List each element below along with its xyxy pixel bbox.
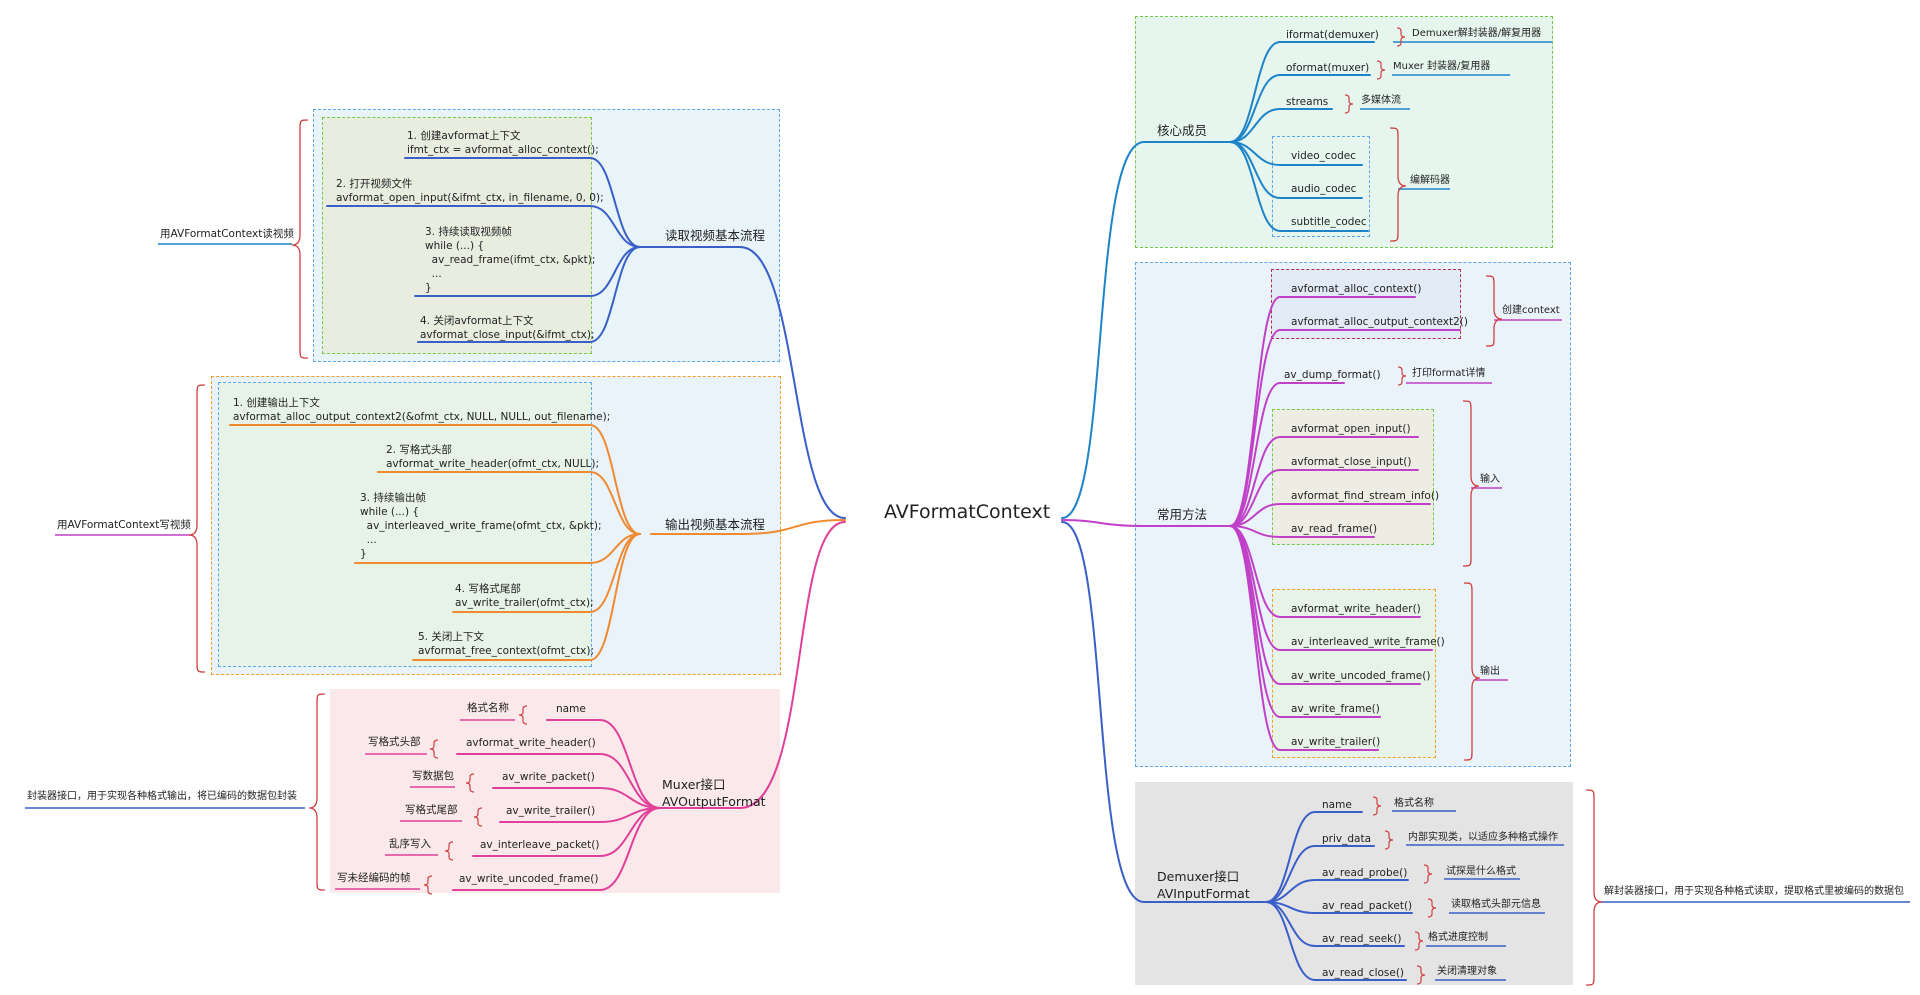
link-root-methods xyxy=(1061,519,1145,527)
muxer-item-interleave-desc[interactable]: 乱序写入 xyxy=(389,838,431,850)
read-flow-title[interactable]: 读取视频基本流程 xyxy=(665,228,766,243)
muxer-item-name[interactable]: name xyxy=(556,703,586,715)
method-interleaved-write-frame[interactable]: av_interleaved_write_frame() xyxy=(1291,636,1445,648)
demuxer-item-name-desc[interactable]: 格式名称 xyxy=(1394,798,1434,809)
method-dump-format[interactable]: av_dump_format() xyxy=(1284,369,1381,381)
demuxer-item-read-probe[interactable]: av_read_probe() xyxy=(1322,867,1408,879)
core-item-iformat-desc[interactable]: Demuxer解封装器/解复用器 xyxy=(1412,28,1542,39)
create-desc[interactable]: 创建context xyxy=(1502,305,1560,316)
method-write-frame[interactable]: av_write_frame() xyxy=(1291,703,1380,715)
muxer-item-uncoded-desc[interactable]: 写未经编码的帧 xyxy=(337,872,411,884)
write-flow-note[interactable]: 用AVFormatContext写视频 xyxy=(57,519,191,531)
demuxer-item-read-packet[interactable]: av_read_packet() xyxy=(1322,900,1413,912)
write-flow-title[interactable]: 输出视频基本流程 xyxy=(665,517,766,532)
read-step-4[interactable]: 4. 关闭avformat上下文 avformat_close_input(&i… xyxy=(420,315,595,341)
write-step-2[interactable]: 2. 写格式头部 avformat_write_header(ofmt_ctx,… xyxy=(386,444,600,470)
link-root-demuxer xyxy=(1061,521,1145,903)
method-write-trailer[interactable]: av_write_trailer() xyxy=(1291,736,1381,748)
demuxer-item-priv-data[interactable]: priv_data xyxy=(1322,833,1372,845)
demuxer-item-name[interactable]: name xyxy=(1322,799,1352,811)
read-step-2[interactable]: 2. 打开视频文件 avformat_open_input(&ifmt_ctx,… xyxy=(336,178,604,204)
demuxer-item-read-close[interactable]: av_read_close() xyxy=(1322,967,1405,979)
muxer-item-uncoded[interactable]: av_write_uncoded_frame() xyxy=(459,873,599,885)
codec-video[interactable]: video_codec xyxy=(1291,150,1357,162)
method-write-uncoded-frame[interactable]: av_write_uncoded_frame() xyxy=(1291,670,1431,682)
core-item-streams-desc[interactable]: 多媒体流 xyxy=(1361,95,1401,106)
muxer-item-write-trailer[interactable]: av_write_trailer() xyxy=(506,805,596,817)
demuxer-item-priv-data-desc[interactable]: 内部实现类，以适应多种格式操作 xyxy=(1408,832,1558,843)
core-item-streams[interactable]: streams xyxy=(1286,96,1329,108)
method-alloc-context[interactable]: avformat_alloc_context() xyxy=(1291,283,1422,295)
muxer-item-name-desc[interactable]: 格式名称 xyxy=(467,702,509,714)
input-desc[interactable]: 输入 xyxy=(1480,474,1500,485)
method-write-header[interactable]: avformat_write_header() xyxy=(1291,603,1421,615)
demuxer-item-read-probe-desc[interactable]: 试探是什么格式 xyxy=(1446,866,1516,877)
demuxer-item-read-seek[interactable]: av_read_seek() xyxy=(1322,933,1402,945)
write-step-4[interactable]: 4. 写格式尾部 av_write_trailer(ofmt_ctx); xyxy=(455,583,594,609)
method-read-frame[interactable]: av_read_frame() xyxy=(1291,523,1378,535)
muxer-item-write-header-desc[interactable]: 写格式头部 xyxy=(368,736,421,748)
muxer-note[interactable]: 封装器接口，用于实现各种格式输出，将已编码的数据包封装 xyxy=(27,791,297,802)
method-open-input[interactable]: avformat_open_input() xyxy=(1291,423,1411,435)
write-step-3[interactable]: 3. 持续输出帧 while (...) { av_interleaved_wr… xyxy=(360,492,602,560)
demuxer-title[interactable]: Demuxer接口 AVInputFormat xyxy=(1157,869,1250,901)
muxer-item-write-packet[interactable]: av_write_packet() xyxy=(502,771,595,783)
codec-subtitle[interactable]: subtitle_codec xyxy=(1291,216,1367,228)
muxer-item-write-packet-desc[interactable]: 写数据包 xyxy=(412,770,454,782)
read-flow-note[interactable]: 用AVFormatContext读视频 xyxy=(160,228,294,240)
muxer-item-write-header[interactable]: avformat_write_header() xyxy=(466,737,596,749)
root-topic[interactable]: AVFormatContext xyxy=(884,501,1051,523)
read-step-1[interactable]: 1. 创建avformat上下文 ifmt_ctx = avformat_all… xyxy=(407,130,599,156)
read-step-3[interactable]: 3. 持续读取视频帧 while (...) { av_read_frame(i… xyxy=(425,226,596,294)
core-members-title[interactable]: 核心成员 xyxy=(1157,123,1208,138)
demuxer-item-read-packet-desc[interactable]: 读取格式头部元信息 xyxy=(1451,899,1541,910)
output-desc[interactable]: 输出 xyxy=(1480,666,1500,677)
common-methods-title[interactable]: 常用方法 xyxy=(1157,507,1208,522)
link-root-core xyxy=(1061,141,1145,519)
muxer-title[interactable]: Muxer接口 AVOutputFormat xyxy=(662,777,766,809)
codecs-desc[interactable]: 编解码器 xyxy=(1410,175,1450,186)
muxer-item-interleave[interactable]: av_interleave_packet() xyxy=(480,839,600,851)
dump-desc[interactable]: 打印format详情 xyxy=(1412,368,1486,379)
codec-audio[interactable]: audio_codec xyxy=(1291,183,1357,195)
write-step-1[interactable]: 1. 创建输出上下文 avformat_alloc_output_context… xyxy=(233,397,611,423)
method-close-input[interactable]: avformat_close_input() xyxy=(1291,456,1412,468)
muxer-item-write-trailer-desc[interactable]: 写格式尾部 xyxy=(405,804,458,816)
demuxer-item-read-seek-desc[interactable]: 格式进度控制 xyxy=(1428,932,1488,943)
core-item-oformat-desc[interactable]: Muxer 封装器/复用器 xyxy=(1393,61,1491,72)
method-alloc-output-context2[interactable]: avformat_alloc_output_context2() xyxy=(1291,316,1468,328)
method-find-stream-info[interactable]: avformat_find_stream_info() xyxy=(1291,490,1440,502)
demuxer-item-read-close-desc[interactable]: 关闭清理对象 xyxy=(1437,966,1497,977)
core-item-oformat[interactable]: oformat(muxer) xyxy=(1286,62,1370,74)
write-step-5[interactable]: 5. 关闭上下文 avformat_free_context(ofmt_ctx)… xyxy=(418,631,595,657)
demuxer-note[interactable]: 解封装器接口，用于实现各种格式读取，提取格式里被编码的数据包 xyxy=(1604,886,1904,897)
core-item-iformat[interactable]: iformat(demuxer) xyxy=(1286,29,1379,41)
